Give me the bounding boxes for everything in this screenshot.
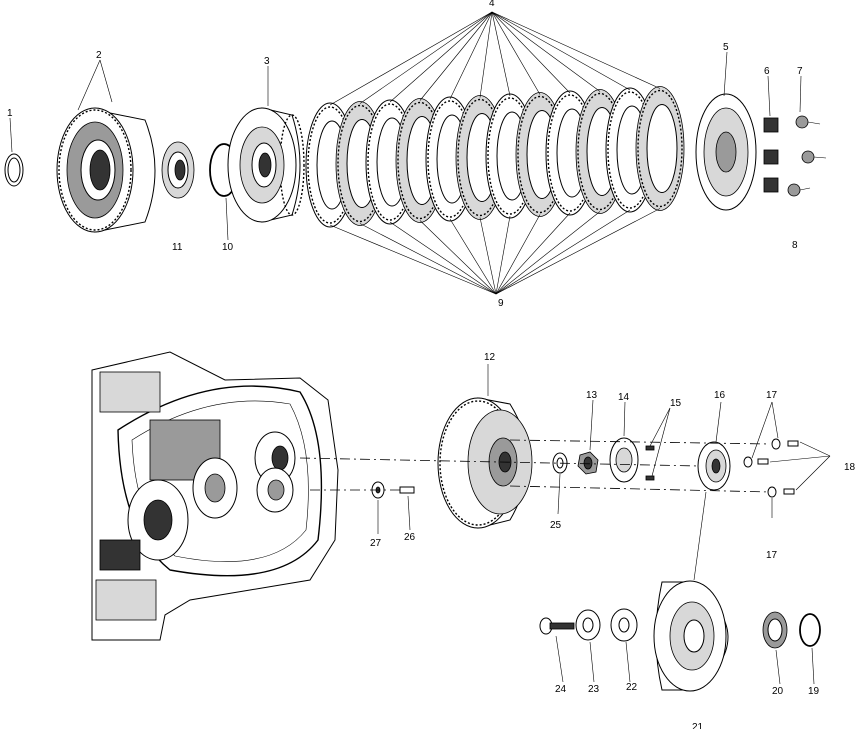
leader-9-7: [495, 215, 511, 295]
callout-4: 4: [489, 0, 495, 9]
leader-4-4: [419, 11, 493, 101]
callout-11: 11: [172, 242, 183, 253]
part-5-pressure-plate: [695, 93, 757, 211]
leader-4-10: [491, 11, 601, 92]
callout-25: 25: [550, 520, 562, 531]
callout-1: 1: [7, 108, 13, 119]
callout-26: 26: [404, 532, 416, 543]
callout-14: 14: [618, 392, 630, 403]
callout-18: 18: [844, 462, 856, 473]
part-16-lifter-hub: [697, 441, 731, 491]
leader-9-6: [479, 217, 497, 295]
leader-9-9: [495, 212, 571, 295]
part-9-clutch-plates: [305, 86, 685, 228]
callout-7: 7: [797, 66, 803, 77]
callout-17-top: 17: [766, 390, 778, 401]
leader-4-1: [329, 11, 493, 106]
callout-20: 20: [772, 686, 784, 697]
part-8-bolt: [787, 183, 811, 197]
part-17-washers: [743, 438, 781, 498]
leader-4-3: [389, 11, 493, 103]
leader-9-5: [449, 218, 497, 295]
callout-8: 8: [792, 240, 798, 251]
part-1-snap-ring: [4, 153, 24, 187]
leader-9-11: [495, 209, 631, 295]
part-22-spacer: [610, 608, 638, 642]
part-11-bearing: [161, 141, 195, 199]
callout-3: 3: [264, 56, 270, 67]
callout-2: 2: [96, 50, 102, 61]
part-26-bolt: [399, 486, 415, 494]
centerlines-lower: [299, 439, 771, 581]
callout-21: 21: [692, 722, 704, 729]
callout-16: 16: [714, 390, 726, 401]
part-19-circlip: [799, 613, 821, 647]
leader-4-5: [449, 11, 493, 100]
callout-19: 19: [808, 686, 820, 697]
leader-9-1: [329, 224, 497, 295]
part-7-bolt: [795, 115, 827, 164]
callout-22: 22: [626, 682, 638, 693]
leader-4-7: [491, 11, 511, 97]
part-23-washer: [575, 609, 601, 641]
leader-9-4: [419, 220, 497, 295]
callout-5: 5: [723, 42, 729, 53]
part-14-cam-plate: [609, 437, 639, 483]
callout-13: 13: [586, 390, 598, 401]
clutch-plate-teeth-12: [637, 89, 683, 208]
callout-10: 10: [222, 242, 234, 253]
callout-labels: 1 2 3 4 5 6 7 8 9 10 11 12 13 14 15 16 1…: [7, 0, 856, 729]
callout-6: 6: [764, 66, 770, 77]
callout-12: 12: [484, 352, 496, 363]
leader-4-11: [491, 11, 631, 91]
leader-9-3: [389, 221, 497, 295]
leader-4-8: [491, 11, 541, 95]
callout-27: 27: [370, 538, 382, 549]
part-3-clutch-hub: [227, 107, 305, 223]
leader-9-12: [495, 208, 661, 295]
clutch-plate-bore-12: [646, 104, 678, 193]
part-2-clutch-basket: [56, 107, 156, 233]
part-6-clutch-springs: [763, 117, 779, 193]
engine-crankcase: [91, 351, 339, 641]
leader-9-2: [359, 223, 497, 295]
part-12-flywheel: [437, 397, 533, 529]
leader-4-12: [491, 11, 661, 89]
leader-lines-lower: [377, 364, 831, 685]
part-13-nut: [577, 451, 599, 475]
leader-4-9: [491, 11, 571, 94]
leader-9-10: [495, 211, 601, 295]
leader-4-6: [479, 11, 493, 98]
part-18-bolts: [757, 440, 799, 495]
leader-fan-9: [329, 208, 661, 295]
callout-23: 23: [588, 684, 600, 695]
part-15-pins: [645, 445, 655, 481]
callout-9: 9: [498, 298, 504, 309]
part-21-cover: [653, 580, 729, 692]
leader-9-8: [495, 214, 541, 295]
part-20-ring: [762, 611, 788, 649]
callout-17-bottom: 17: [766, 550, 778, 561]
callout-24: 24: [555, 684, 567, 695]
leader-4-2: [359, 11, 493, 104]
leader-lines-upper: [9, 51, 802, 241]
leader-fan-4: [329, 11, 661, 106]
part-24-bolt: [539, 617, 575, 635]
callout-15: 15: [670, 398, 682, 409]
